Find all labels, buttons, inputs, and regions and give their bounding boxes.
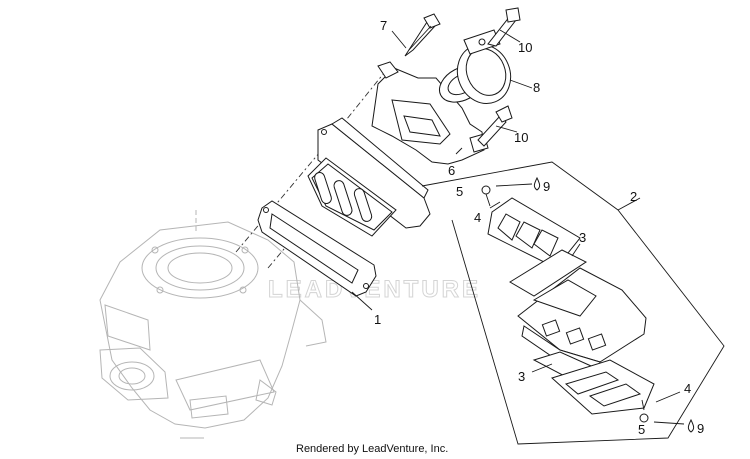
callout-10-upper: 10 [518, 40, 532, 55]
drop-icon-lower [687, 418, 695, 433]
callout-10-lower: 10 [514, 130, 528, 145]
callout-1: 1 [374, 312, 381, 327]
exploded-reed-assembly [487, 197, 655, 415]
callout-4-lower: 4 [684, 381, 691, 396]
callout-6: 6 [448, 163, 455, 178]
callout-3-upper: 3 [579, 230, 586, 245]
leader-lines [351, 29, 685, 425]
callout-labels: 7 10 8 10 6 2 5 9 4 3 1 3 4 5 9 [374, 18, 704, 437]
callout-9-upper: 9 [543, 179, 550, 194]
gasket-part-1 [257, 200, 377, 297]
callout-5-lower: 5 [638, 422, 645, 437]
reed-valve-block [307, 117, 431, 237]
screw-part-5-lower [639, 399, 649, 423]
callout-9-lower: 9 [697, 421, 704, 436]
callout-8: 8 [533, 80, 540, 95]
reed-assembly-boundary [421, 161, 725, 445]
render-credit: Rendered by LeadVenture, Inc. [296, 443, 448, 455]
callout-4-upper: 4 [474, 210, 481, 225]
bolt-part-10-upper [487, 7, 521, 47]
callout-2: 2 [630, 189, 637, 204]
callout-3-lower: 3 [518, 369, 525, 384]
callout-7: 7 [380, 18, 387, 33]
screw-part-5-upper [481, 185, 491, 207]
bolt-part-7 [404, 13, 441, 57]
cylinder-ghost [99, 210, 327, 439]
hose-clamp-part-8 [456, 29, 512, 104]
callout-5-upper: 5 [456, 184, 463, 199]
drop-icon-upper [533, 176, 541, 191]
bolt-part-10-lower [477, 105, 513, 147]
